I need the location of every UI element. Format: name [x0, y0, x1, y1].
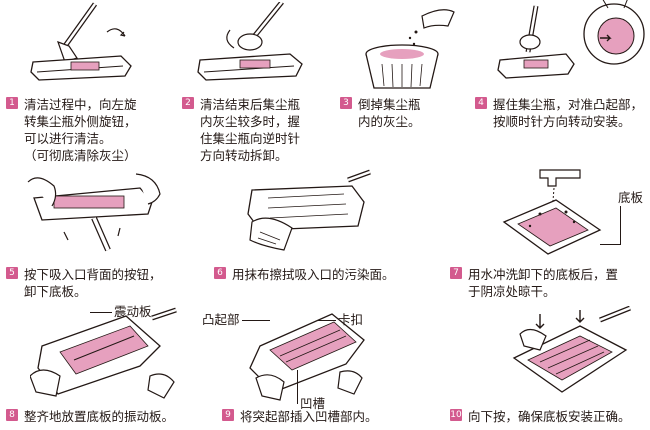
callout-groove: 凹槽	[300, 396, 326, 411]
leader-line	[318, 320, 336, 321]
callout-bottom-plate: 底板	[618, 190, 644, 205]
step-number-badge: 8	[6, 409, 18, 421]
step-text: 用水冲洗卸下的底板后，置 于阴凉处晾干。	[468, 267, 619, 299]
step-text: 整齐地放置底板的振动板。	[24, 409, 175, 424]
step-number-badge: 3	[340, 97, 352, 109]
step-text: 倒掉集尘瓶 内的灰尘。	[358, 97, 421, 129]
callout-clip: 卡扣	[338, 312, 364, 327]
step-text: 握住集尘瓶，对准凸起部， 按顺时针方向转动安装。	[493, 97, 644, 129]
step-6: 6 用抹布擦拭吸入口的污染面。	[214, 266, 395, 283]
illustration-step-8	[30, 306, 180, 406]
step-number-badge: 10	[450, 409, 462, 421]
callout-vibration-plate: 震动板	[114, 304, 152, 319]
illustration-step-10	[500, 306, 640, 406]
step-text: 按下吸入口背面的按钮， 卸下底板。	[24, 267, 162, 299]
step-4: 4 握住集尘瓶，对准凸起部， 按顺时针方向转动安装。	[475, 96, 643, 130]
step-number-badge: 5	[6, 267, 18, 279]
step-number-badge: 7	[450, 267, 462, 279]
step-5: 5 按下吸入口背面的按钮， 卸下底板。	[6, 266, 162, 300]
step-number-badge: 4	[475, 97, 487, 109]
leader-line	[90, 312, 112, 313]
illustration-step-3	[352, 2, 462, 90]
step-1: 1 清洁过程中，向左旋 转集尘瓶外侧旋钮， 可以进行清洁。 （可彻底清除灰尘）	[6, 96, 137, 164]
leader-line	[600, 244, 621, 245]
leader-line	[620, 206, 621, 244]
step-text: 清洁结束后集尘瓶 内灰尘较多时，握 住集尘瓶向逆时针 方向转动拆卸。	[200, 97, 301, 163]
step-text: 清洁过程中，向左旋 转集尘瓶外侧旋钮， 可以进行清洁。 （可彻底清除灰尘）	[24, 97, 137, 163]
step-3: 3 倒掉集尘瓶 内的灰尘。	[340, 96, 421, 130]
leader-line	[242, 320, 270, 321]
step-number-badge: 1	[6, 97, 18, 109]
step-number-badge: 2	[182, 97, 194, 109]
illustration-step-9	[240, 306, 380, 406]
step-7: 7 用水冲洗卸下的底板后，置 于阴凉处晾干。	[450, 266, 618, 300]
step-number-badge: 6	[214, 267, 226, 279]
illustration-step-6	[232, 168, 382, 256]
illustration-step-5	[24, 168, 174, 256]
step-text: 向下按，确保底板安装正确。	[468, 409, 631, 424]
leader-line	[297, 370, 298, 404]
illustration-step-1	[25, 2, 145, 84]
illustration-step-2	[190, 2, 320, 84]
step-text: 用抹布擦拭吸入口的污染面。	[232, 267, 395, 282]
step-9: 9 将突起部插入凹槽部内。	[222, 408, 378, 425]
illustration-step-7	[500, 164, 615, 256]
callout-protrusion: 凸起部	[202, 312, 240, 327]
step-number-badge: 9	[222, 409, 234, 421]
step-text: 将突起部插入凹槽部内。	[240, 409, 378, 424]
step-2: 2 清洁结束后集尘瓶 内灰尘较多时，握 住集尘瓶向逆时针 方向转动拆卸。	[182, 96, 300, 164]
step-8: 8 整齐地放置底板的振动板。	[6, 408, 174, 425]
step-10: 10 向下按，确保底板安装正确。	[450, 408, 631, 425]
illustration-step-4	[496, 0, 646, 88]
